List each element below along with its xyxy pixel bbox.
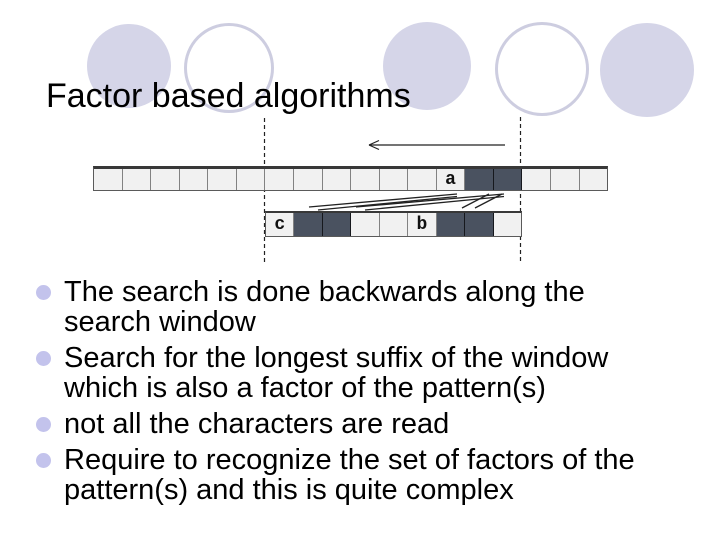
diagram-cell [293,169,323,190]
diagram-cell [294,213,323,236]
decor-circle-outline [184,23,274,113]
diagram-cell [408,169,437,190]
diagram-cell [522,169,551,190]
match-link-lines [308,193,505,211]
bullet-text-line: which is also a factor of the pattern(s) [64,372,546,404]
diagram-cell [208,169,237,190]
diagram-cell [122,169,152,190]
decor-circle-filled [383,22,471,110]
bullet-text-line: The search is done backwards along the [64,276,585,308]
bullet-item: Search for the longest suffix of the win… [36,343,635,403]
decor-circle-filled [600,23,694,117]
bullet-text: not all the characters are read [64,409,449,439]
diagram-cell [351,169,380,190]
search-direction-arrow [368,139,505,151]
bullet-dot-icon [36,417,51,432]
diagram-cell [379,213,409,236]
diagram-cell [493,213,521,236]
bullet-text-line: not all the characters are read [64,408,450,440]
bullet-dot-icon [36,351,51,366]
diagram-cell [436,213,466,236]
bullet-text-line: search window [64,306,256,338]
diagram-cell-a: a [436,169,466,190]
diagram-cell [151,169,180,190]
diagram-cell [579,169,608,190]
bullet-text-line: Search for the longest suffix of the win… [64,342,609,374]
diagram-cell [265,169,294,190]
diagram-cell [236,169,266,190]
decor-circle-filled [87,24,171,108]
diagram-cell [322,213,352,236]
bullet-text: Require to recognize the set of factors … [64,445,635,505]
diagram-cell [94,169,123,190]
diagram-cell-b: b [408,213,437,236]
bullet-dot-icon [36,453,51,468]
diagram-cell [322,169,352,190]
diagram-cell [465,169,494,190]
bullet-dot-icon [36,285,51,300]
diagram-cell [465,213,494,236]
diagram-cell [379,169,409,190]
bullet-text-line: Require to recognize the set of factors … [64,444,635,476]
text-row: a [93,166,608,191]
diagram-cell [493,169,523,190]
decor-circle-outline [495,22,589,116]
diagram-cell-c: c [266,213,295,236]
bullet-text: Search for the longest suffix of the win… [64,343,608,403]
slide-title: Factor based algorithms [46,76,411,115]
diagram-cell [179,169,209,190]
diagram-cell [351,213,380,236]
bullet-item: Require to recognize the set of factors … [36,445,635,505]
diagram-cell [551,169,580,190]
bullet-item: not all the characters are read [36,409,635,439]
bullet-text-line: pattern(s) and this is quite complex [64,474,514,506]
